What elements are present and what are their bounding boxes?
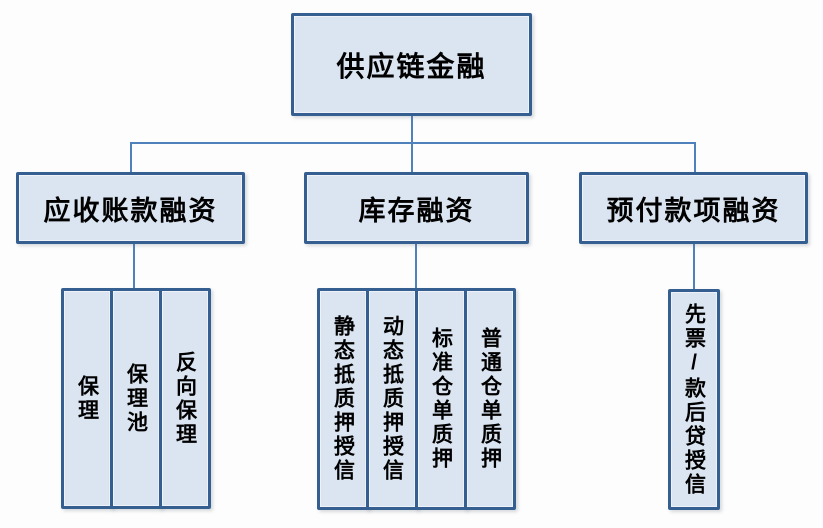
node-inventory-financing-label: 库存融资	[358, 195, 475, 226]
node-dynamic-pledge-credit: 动态抵质押授信	[366, 288, 418, 510]
group-receivables-children: 保理 保理池 反向保理	[61, 288, 212, 509]
node-prepayment-financing-label: 预付款项融资	[606, 195, 781, 226]
node-accounts-receivable-financing-label: 应收账款融资	[43, 195, 218, 226]
connector-inventory-children	[415, 244, 417, 288]
connector-receivables-children	[133, 244, 135, 288]
node-supply-chain-finance-label: 供应链金融	[336, 50, 487, 82]
node-ordinary-warehouse-receipt-pledge-label: 普通仓单质押	[478, 327, 502, 471]
node-pay-first-loan-after-credit-label: 先票/款后贷授信	[682, 302, 706, 497]
node-factoring-label: 保理	[75, 374, 99, 423]
node-dynamic-pledge-credit-label: 动态抵质押授信	[380, 315, 404, 483]
node-factoring-pool: 保理池	[110, 288, 162, 509]
connector-horizontal-bar	[130, 142, 696, 144]
node-static-pledge-credit: 静态抵质押授信	[317, 288, 369, 510]
node-factoring: 保理	[61, 288, 113, 509]
node-prepayment-financing: 预付款项融资	[579, 172, 808, 244]
connector-prepayment-children	[693, 244, 695, 289]
group-inventory-children: 静态抵质押授信 动态抵质押授信 标准仓单质押 普通仓单质押	[317, 288, 517, 510]
node-supply-chain-finance: 供应链金融	[291, 13, 532, 116]
node-reverse-factoring-label: 反向保理	[173, 350, 197, 447]
node-reverse-factoring: 反向保理	[159, 288, 211, 509]
group-prepayment-children: 先票/款后贷授信	[668, 289, 720, 510]
node-ordinary-warehouse-receipt-pledge: 普通仓单质押	[464, 288, 516, 510]
node-inventory-financing: 库存融资	[304, 172, 529, 244]
connector-right-drop	[694, 142, 696, 172]
connector-left-drop	[130, 142, 132, 172]
node-standard-warehouse-receipt-pledge-label: 标准仓单质押	[429, 327, 453, 471]
node-accounts-receivable-financing: 应收账款融资	[16, 172, 245, 244]
node-static-pledge-credit-label: 静态抵质押授信	[331, 315, 355, 483]
node-factoring-pool-label: 保理池	[124, 362, 148, 435]
node-standard-warehouse-receipt-pledge: 标准仓单质押	[415, 288, 467, 510]
node-pay-first-loan-after-credit: 先票/款后贷授信	[668, 289, 720, 510]
